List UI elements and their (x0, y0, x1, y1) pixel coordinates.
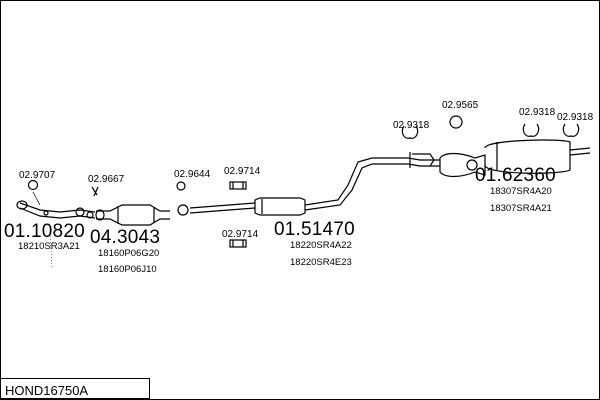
mid-pipe-drawing (189, 202, 256, 214)
ring-a-code: 02.9565 (442, 100, 479, 111)
catalyst-ref-1: 18160P06G20 (98, 248, 160, 259)
clamp-e-code: 02.9318 (557, 112, 594, 123)
rear-silencer-drawing (439, 139, 591, 178)
gasket-drawing (177, 204, 189, 216)
clamp-b-symbol (91, 186, 99, 197)
gasket-a-code: 02.9644 (174, 169, 211, 180)
clamp-d-code: 02.9318 (519, 107, 556, 118)
center-silencer-code: 01.51470 (274, 219, 355, 240)
mount-b-code: 02.9714 (222, 229, 259, 240)
gasket-a-ring (176, 181, 186, 191)
center-silencer-ref-1: 18220SR4A22 (290, 240, 352, 251)
clamp-a-code: 02.9707 (19, 170, 56, 181)
mount-b-drawing (229, 239, 247, 248)
diagram-title-box: HOND16750A (0, 378, 150, 399)
clamp-c-drawing (409, 152, 435, 168)
diagram-title: HOND16750A (5, 383, 89, 398)
center-silencer-ref-2: 18220SR4E23 (290, 257, 352, 268)
clamp-c-code: 02.9318 (393, 120, 430, 131)
mount-a-drawing (229, 181, 247, 190)
rear-pipe-drawing (304, 157, 440, 211)
ring-a-drawing (449, 115, 463, 129)
clamp-a-ring (27, 179, 39, 191)
clamp-d-hanger (522, 123, 540, 137)
rear-silencer-ref-1: 18307SR4A20 (490, 186, 552, 197)
mount-a-code: 02.9714 (224, 166, 261, 177)
catalyst-code: 04.3043 (90, 227, 161, 248)
rear-silencer-ref-2: 18307SR4A21 (490, 203, 552, 214)
front-pipe-code: 01.10820 (4, 221, 85, 242)
front-pipe-drawing (16, 200, 96, 219)
catalyst-drawing (95, 204, 170, 226)
center-silencer-drawing (254, 197, 306, 216)
rear-silencer-code: 01.62360 (475, 165, 556, 186)
clamp-b-code: 02.9667 (88, 174, 125, 185)
clamp-e-hanger (562, 123, 580, 137)
catalyst-ref-2: 18160P06J10 (98, 264, 157, 275)
front-pipe-ref: 18210SR3A21 (18, 241, 80, 252)
clamp-c-hanger (401, 125, 419, 139)
